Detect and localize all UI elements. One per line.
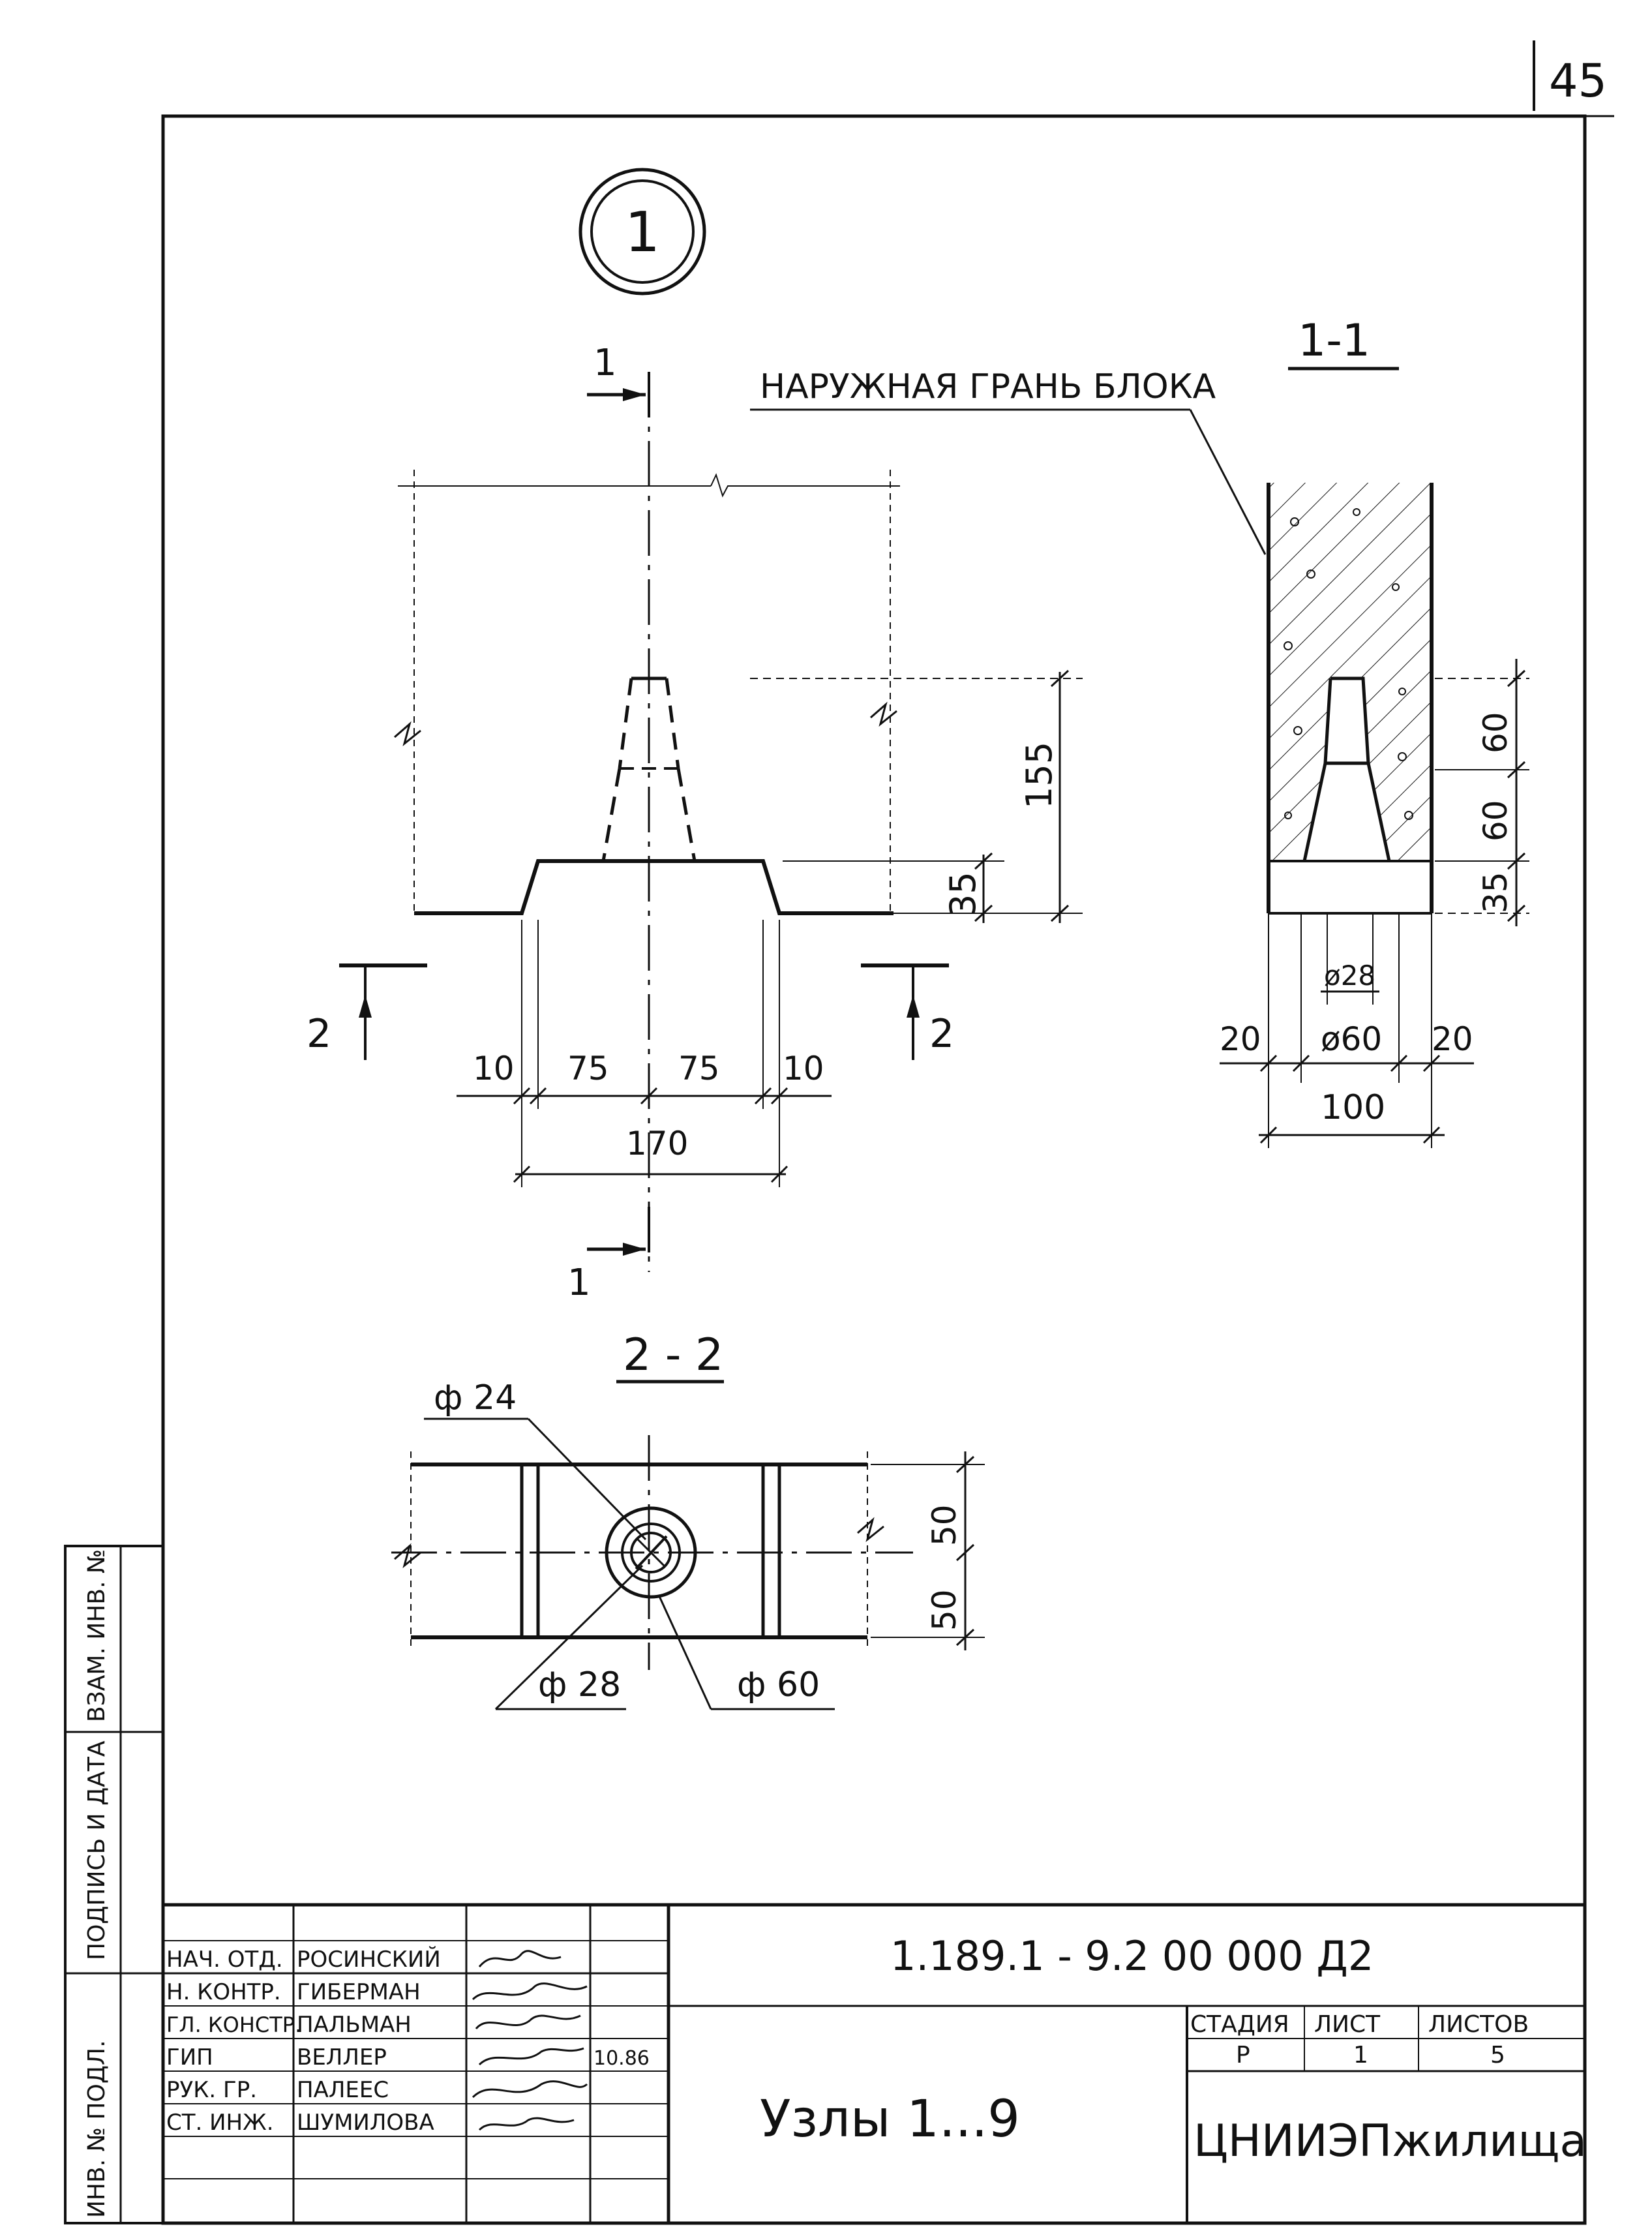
section-2-2-title: 2 - 2	[623, 1329, 723, 1381]
dim-d60-section: ø60	[1321, 1020, 1382, 1058]
title-block: НАЧ. ОТД. РОСИНСКИЙ Н. КОНТР. ГИБЕРМАН Г…	[163, 1903, 1587, 2223]
sig-role-1: Н. КОНТР.	[166, 1979, 281, 2005]
dim-10-right: 10	[783, 1050, 824, 1087]
section-mark-top: 1	[593, 342, 617, 384]
dim-35-main: 35	[942, 872, 984, 917]
dim-50-top: 50	[925, 1504, 963, 1546]
dim-60-top: 60	[1477, 712, 1514, 753]
side-stamp: ИНВ. № ПОДЛ. ПОДПИСЬ И ДАТА ВЗАМ. ИНВ. №	[64, 1545, 164, 2224]
stamp-podpis-data: ПОДПИСЬ И ДАТА	[83, 1740, 110, 1960]
sig-role-2: ГЛ. КОНСТР.	[166, 2012, 301, 2037]
dim-10-left: 10	[473, 1050, 515, 1087]
section-1-1: 1-1 НАРУЖНАЯ ГРАНЬ БЛОКА 60 60 35	[750, 315, 1529, 1148]
stamp-vzam-inv: ВЗАМ. ИНВ. №	[83, 1549, 110, 1722]
sig-name-3: ВЕЛЛЕР	[297, 2044, 387, 2070]
stage-header: СТАДИЯ	[1190, 2011, 1289, 2038]
sig-role-4: РУК. ГР.	[166, 2077, 257, 2103]
sig-role-3: ГИП	[166, 2044, 213, 2070]
page-number-text: 45	[1549, 54, 1607, 108]
node-mark: 1	[578, 168, 706, 296]
leader-label: НАРУЖНАЯ ГРАНЬ БЛОКА	[760, 367, 1216, 406]
dim-155: 155	[1019, 742, 1060, 809]
sig-name-5: ШУМИЛОВА	[297, 2110, 434, 2136]
sheets-total-value: 5	[1490, 2042, 1505, 2069]
dim-d28-section: ø28	[1324, 960, 1375, 992]
dim-60-mid: 60	[1477, 800, 1514, 842]
sig-name-0: РОСИНСКИЙ	[297, 1946, 441, 1973]
node-mark-number: 1	[625, 200, 660, 265]
dim-d28-plan: ф 28	[538, 1665, 621, 1705]
section-mark-bottom: 1	[567, 1262, 591, 1304]
stage-value: Р	[1236, 2042, 1250, 2069]
cut-mark-right: 2	[929, 1011, 954, 1057]
sig-name-4: ПАЛЕЕС	[297, 2077, 389, 2103]
sheet-value: 1	[1353, 2042, 1368, 2069]
section-1-1-title: 1-1	[1298, 315, 1370, 367]
sig-role-5: СТ. ИНЖ.	[166, 2110, 274, 2136]
handwritten-signatures	[472, 1950, 588, 2131]
section-2-2: 2 - 2 ф 24 ф 28 ф 60 50 50	[391, 1329, 985, 1710]
stamp-inv-podl: ИНВ. № ПОДЛ.	[83, 2040, 110, 2218]
page-number: 45	[1533, 40, 1614, 117]
sheet-header: ЛИСТ	[1314, 2011, 1381, 2038]
organization: ЦНИИЭПжилища	[1194, 2115, 1587, 2167]
dim-35-section: 35	[1477, 872, 1514, 913]
main-view: 1 1 155 35 2	[307, 342, 1083, 1304]
cut-mark-left: 2	[307, 1011, 331, 1057]
dim-75-left: 75	[567, 1050, 609, 1087]
dim-50-bottom: 50	[925, 1589, 963, 1631]
sig-name-1: ГИБЕРМАН	[297, 1979, 421, 2005]
drawing-frame	[161, 114, 1587, 2225]
sheets-header: ЛИСТОВ	[1428, 2011, 1529, 2038]
sheet-title: Узлы 1...9	[760, 2090, 1020, 2149]
dim-d60-plan: ф 60	[737, 1665, 820, 1705]
sign-date: 10.86	[593, 2047, 650, 2070]
dim-20-right: 20	[1432, 1020, 1473, 1058]
dim-20-left: 20	[1220, 1020, 1261, 1058]
dim-d24: ф 24	[434, 1378, 517, 1418]
dim-100: 100	[1321, 1088, 1385, 1127]
doc-code: 1.189.1 - 9.2 00 000 Д2	[890, 1932, 1374, 1980]
dim-75-right: 75	[678, 1050, 720, 1087]
sig-name-2: ПАЛЬМАН	[297, 2012, 412, 2038]
sig-role-0: НАЧ. ОТД.	[166, 1947, 283, 1973]
dim-170: 170	[626, 1125, 688, 1162]
